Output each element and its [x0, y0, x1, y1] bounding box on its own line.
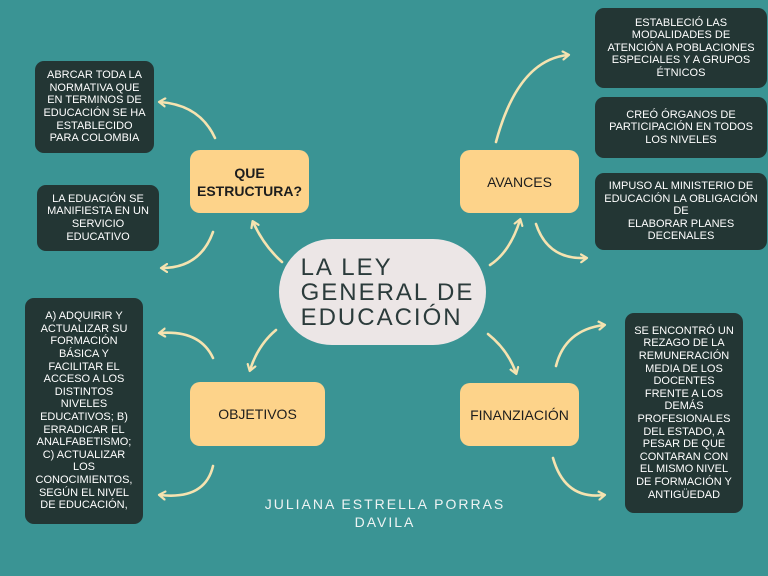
- arrow-avances-ministerio: [534, 222, 586, 258]
- note-ministerio: IMPUSO AL MINISTERIO DE EDUCACIÓN LA OBL…: [595, 173, 767, 250]
- arrow-center-avances: [488, 220, 520, 267]
- note-rezago-text: SE ENCONTRÓ UN REZAGO DE LA REMUNERACIÓN…: [634, 324, 734, 501]
- arrow-estructura-abarcar: [160, 102, 217, 140]
- note-rezago: SE ENCONTRÓ UN REZAGO DE LA REMUNERACIÓN…: [625, 313, 743, 513]
- note-servicio-text: LA EDUACIÓN SE MANIFIESTA EN UN SERVICIO…: [47, 192, 149, 243]
- arrow-center-objetivos: [250, 328, 278, 370]
- arrow-financiacion-rezago-top: [554, 325, 604, 368]
- node-financiacion-label: FINANZIACIÓN: [470, 406, 569, 423]
- note-abarcar-text: ABRCAR TODA LA NORMATIVA QUE EN TERMINOS…: [43, 69, 146, 145]
- node-estructura: QUE ESTRUCTURA?: [190, 150, 309, 213]
- node-avances: AVANCES: [460, 150, 579, 213]
- note-abarcar: ABRCAR TODA LA NORMATIVA QUE EN TERMINOS…: [35, 61, 154, 153]
- note-modalidades-text: ESTABLECIÓ LAS MODALIDADES DE ATENCIÓN A…: [607, 16, 755, 79]
- author-name: JULIANA ESTRELLA PORRAS DAVILA: [264, 496, 506, 530]
- note-servicio: LA EDUACIÓN SE MANIFIESTA EN UN SERVICIO…: [37, 185, 159, 251]
- arrow-financiacion-rezago-bottom: [551, 456, 604, 496]
- note-modalidades: ESTABLECIÓ LAS MODALIDADES DE ATENCIÓN A…: [595, 8, 767, 88]
- note-objetivos-text: A) ADQUIRIR Y ACTUALIZAR SU FORMACIÓN BÁ…: [25, 298, 143, 524]
- arrow-objetivos-text-bottom: [160, 464, 215, 496]
- node-objetivos: OBJETIVOS: [190, 382, 325, 446]
- node-financiacion: FINANZIACIÓN: [460, 383, 579, 446]
- arrow-estructura-servicio: [162, 230, 215, 268]
- arrow-objetivos-text-top: [160, 333, 215, 360]
- note-organos-text: CREÓ ÓRGANOS DE PARTICIPACIÓN EN TODOS L…: [609, 108, 753, 146]
- node-avances-label: AVANCES: [487, 173, 552, 190]
- arrow-center-estructura: [253, 222, 284, 264]
- node-objetivos-label: OBJETIVOS: [218, 406, 297, 422]
- note-organos: CREÓ ÓRGANOS DE PARTICIPACIÓN EN TODOS L…: [595, 97, 767, 158]
- central-topic-title: LA LEY GENERAL DE EDUCACIÓN: [300, 253, 475, 331]
- note-ministerio-text: IMPUSO AL MINISTERIO DE EDUCACIÓN LA OBL…: [604, 180, 758, 243]
- central-topic: LA LEY GENERAL DE EDUCACIÓN: [279, 239, 486, 345]
- arrow-avances-modalidades: [494, 55, 568, 144]
- arrow-center-financiacion: [486, 332, 516, 373]
- node-estructura-label: QUE ESTRUCTURA?: [197, 164, 302, 199]
- note-objetivos-text-content: A) ADQUIRIR Y ACTUALIZAR SU FORMACIÓN BÁ…: [35, 310, 133, 512]
